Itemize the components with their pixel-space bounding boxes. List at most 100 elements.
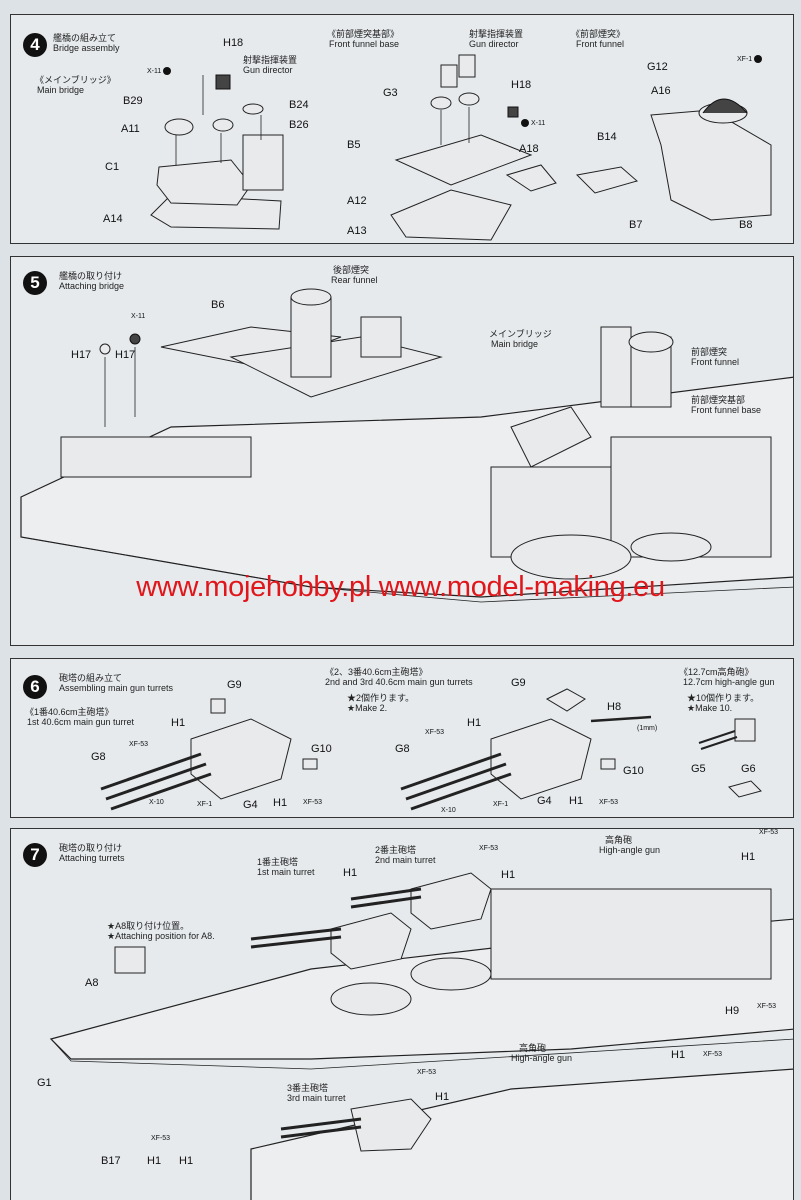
part-label: B26 [289, 119, 309, 131]
part-label: X-11 [147, 67, 173, 75]
part-label: XF-53 [129, 741, 149, 748]
step-number: 6 [23, 675, 47, 699]
watermark-text: www.mojehobby.pl www.model-making.eu [136, 571, 665, 603]
part-label: X-10 [149, 799, 164, 806]
second-turret-title-en: 2nd and 3rd 40.6cm main gun turrets [325, 677, 473, 687]
part-label: G1 [37, 1077, 52, 1089]
hag-label-en: High-angle gun [599, 845, 661, 855]
step-title-jp: 砲塔の組み立て [59, 673, 123, 683]
part-label: A12 [347, 195, 367, 207]
part-label: G12 [647, 61, 668, 73]
part-label: G9 [227, 679, 242, 691]
turret-2-label-en: 2nd main turret [375, 855, 436, 865]
front-funnel-title-en: Front funnel [576, 39, 625, 49]
turret-3-label-jp: 3番主砲塔 [287, 1083, 329, 1093]
part-label: XF-53 [757, 1003, 777, 1010]
part-label: XF-53 [425, 729, 445, 736]
part-label: H1 [569, 795, 584, 807]
part-label: G3 [383, 87, 398, 99]
part-label: C1 [105, 161, 120, 173]
part-label: G8 [91, 751, 106, 763]
ha-gun-title-jp: 《12.7cm高角砲》 [679, 667, 754, 677]
turret-2-label-jp: 2番主砲塔 [375, 845, 417, 855]
part-label: H1 [179, 1155, 194, 1167]
main-bridge-label-jp: メインブリッジ [489, 329, 552, 339]
step-5-panel: 5 艦橋の取り付け Attaching bridge 後部煙突 Rear fun… [10, 256, 794, 646]
part-label: H1 [273, 797, 288, 809]
part-label: XF-53 [479, 845, 499, 852]
paint-dot-icon [754, 55, 763, 63]
part-label: X-11 [131, 313, 146, 320]
step-title-jp: 砲塔の取り付け [59, 843, 123, 853]
attaching-turrets-drawing [49, 872, 793, 1200]
paint-code: X-11 [147, 67, 162, 75]
attaching-bridge-drawing [20, 288, 793, 603]
step-title-jp: 艦橋の取り付け [59, 271, 123, 281]
paint-code: X-11 [531, 119, 546, 127]
part-label: XF-1 [493, 801, 509, 808]
part-label: B7 [629, 219, 643, 231]
part-label: XF-53 [703, 1051, 723, 1058]
part-label: H1 [435, 1091, 450, 1103]
make-10-jp: ★10個作ります。 [687, 693, 760, 703]
part-label: B24 [289, 99, 309, 111]
step-number: 5 [23, 271, 47, 295]
gun-director-label-jp: 射撃指揮装置 [243, 55, 298, 65]
make-2-en: ★Make 2. [347, 703, 388, 713]
part-label: XF-53 [151, 1135, 171, 1142]
main-bridge-title-jp: 《メインブリッジ》 [35, 75, 116, 85]
step-title-en: Attaching turrets [59, 853, 125, 863]
part-label: A18 [519, 143, 539, 155]
rear-funnel-label-jp: 後部煙突 [333, 265, 370, 275]
make-2-jp: ★2個作ります。 [347, 693, 415, 703]
hag-label-jp: 高角砲 [605, 835, 633, 845]
hag-label-2-jp: 高角砲 [519, 1043, 547, 1053]
paint-dot-icon [163, 67, 172, 75]
turret-1-label-en: 1st main turret [257, 867, 315, 877]
size-note: (1mm) [637, 725, 658, 732]
step-title-en: Bridge assembly [53, 43, 120, 53]
funnel-base-label-jp: 前部煙突基部 [691, 395, 746, 405]
part-label: H1 [147, 1155, 162, 1167]
part-label: A13 [347, 225, 367, 237]
part-label: H1 [501, 869, 516, 881]
part-label: A16 [651, 85, 671, 97]
turret-1-label-jp: 1番主砲塔 [257, 857, 299, 867]
second-turret-title-jp: 《2、3番40.6cm主砲塔》 [325, 667, 428, 677]
part-label: G6 [741, 763, 756, 775]
part-label: B17 [101, 1155, 121, 1167]
part-label: H1 [741, 851, 756, 863]
part-label: X-10 [441, 807, 456, 814]
part-label: G4 [537, 795, 552, 807]
turret-assembly-drawing [100, 688, 762, 811]
funnel-base-label-en: Front funnel base [691, 405, 762, 415]
part-label: H18 [223, 37, 244, 49]
gun-director-label-en: Gun director [243, 65, 293, 75]
step-7-panel: 7 砲塔の取り付け Attaching turrets 1番主砲塔 1st ma… [10, 828, 794, 1200]
step-number: 7 [23, 843, 47, 867]
gun-director-label-2-jp: 射撃指揮装置 [469, 29, 524, 39]
part-label: B6 [211, 299, 225, 311]
funnel-base-title-en: Front funnel base [329, 39, 400, 49]
first-turret-title-en: 1st 40.6cm main gun turret [27, 717, 135, 727]
front-funnel-label-jp: 前部煙突 [691, 347, 728, 357]
part-label: XF-1 [197, 801, 213, 808]
hag-label-2-en: High-angle gun [511, 1053, 573, 1063]
part-label: X-11 [519, 119, 545, 127]
part-label: H17 [71, 349, 92, 361]
funnel-base-title-jp: 《前部煙突基部》 [327, 29, 400, 39]
part-label: H1 [467, 717, 482, 729]
first-turret-title-jp: 《1番40.6cm主砲塔》 [25, 707, 114, 717]
part-label: H8 [607, 701, 622, 713]
part-label: G8 [395, 743, 410, 755]
step-4-panel: 4 艦橋の組み立て Bridge assembly 《メインブリッジ》 Main… [10, 14, 794, 244]
part-label: H1 [671, 1049, 686, 1061]
part-label: H9 [725, 1005, 740, 1017]
part-label: XF-53 [759, 829, 779, 836]
front-funnel-label-en: Front funnel [691, 357, 740, 367]
part-label: B29 [123, 95, 143, 107]
turret-3-label-en: 3rd main turret [287, 1093, 346, 1103]
part-label: H1 [171, 717, 186, 729]
paint-dot-icon [521, 119, 529, 127]
part-label: A11 [121, 123, 140, 135]
